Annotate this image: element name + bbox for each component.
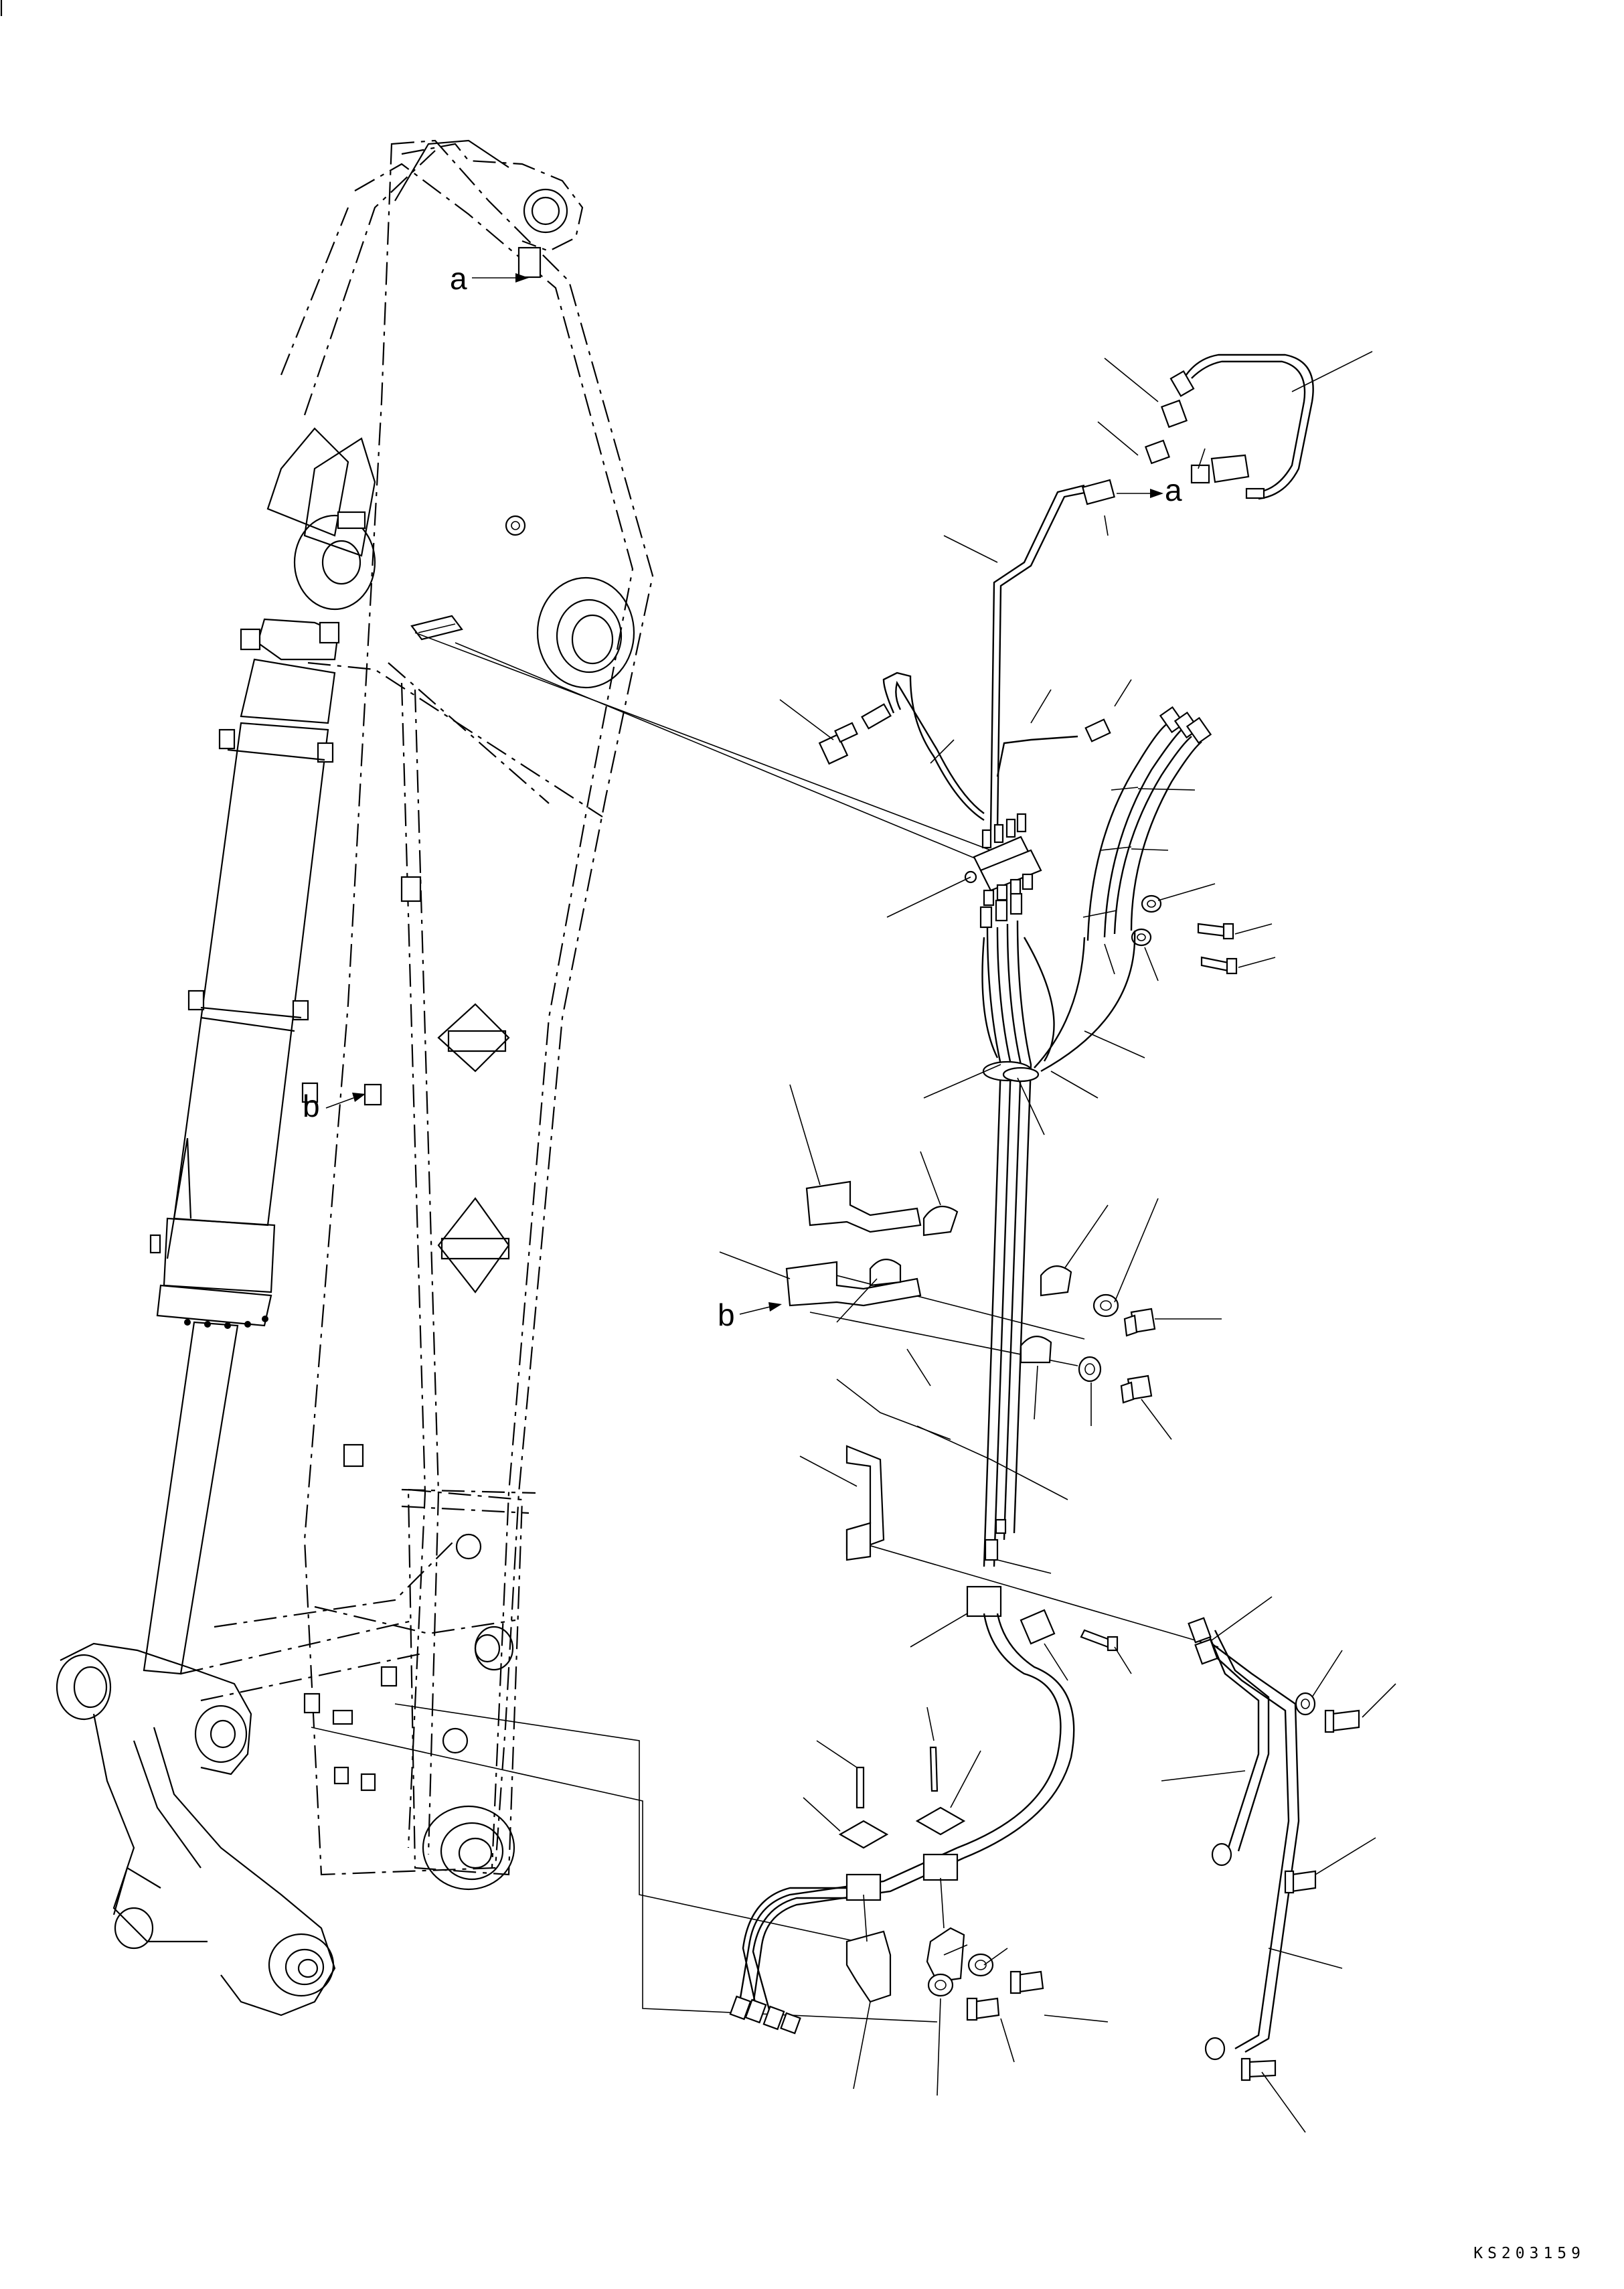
- lower-clamp-group: [838, 1746, 1044, 2021]
- upper-hose-assembly: [818, 353, 1314, 831]
- callout-b-left: b: [303, 1089, 320, 1123]
- arm-outline: [280, 139, 654, 1891]
- leader-lines: [311, 632, 1219, 2023]
- callout-leaders: [719, 351, 1396, 2133]
- drawing-code: KS203159: [1473, 2245, 1585, 2262]
- callout-a-top: a: [450, 261, 467, 296]
- bucket-linkage: [56, 1539, 456, 2017]
- bucket-cylinder: [143, 427, 376, 1675]
- arm-brackets: [301, 246, 542, 1792]
- valve-block: [964, 706, 1238, 975]
- clamp-parts: [785, 1180, 1156, 1652]
- callout-b-bracket: b: [718, 1297, 735, 1332]
- letter-callouts: a a b b: [303, 261, 1182, 1332]
- lower-pipe-assembly: [1188, 1617, 1360, 2081]
- callout-a-right: a: [1165, 473, 1182, 507]
